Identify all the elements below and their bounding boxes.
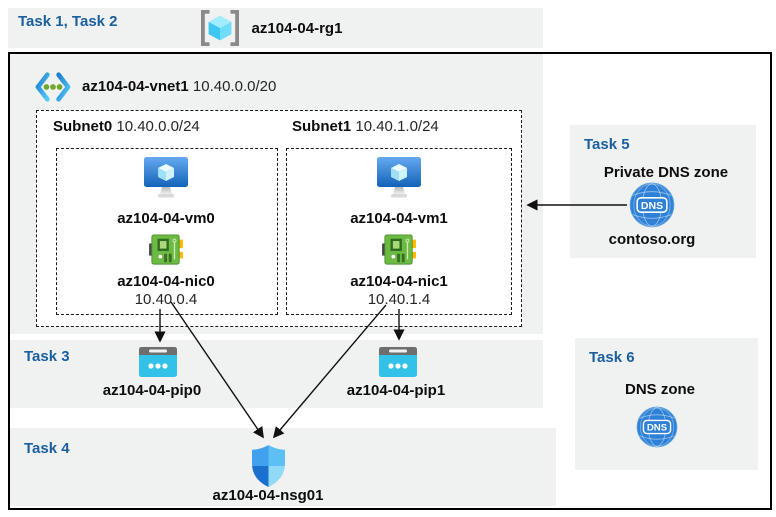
task5-label: Task 5	[584, 136, 630, 153]
dns-zone-icon: DNS	[636, 406, 678, 448]
vm1-icon	[377, 157, 421, 198]
resource-group-icon	[201, 9, 239, 47]
task6-box	[575, 338, 758, 470]
dns-icon-text: DNS	[641, 200, 663, 212]
vnet-icon	[35, 72, 71, 102]
subnets-container	[36, 110, 522, 327]
task6-label: Task 6	[589, 349, 635, 366]
subnet1-cidr: 10.40.1.0/24	[355, 118, 439, 135]
subnet1-title: Subnet1 10.40.1.0/24	[292, 118, 439, 135]
nic1-name: az104-04-nic1	[350, 273, 448, 290]
private-dns-zone-title: Private DNS zone	[603, 164, 729, 181]
pip0-icon	[139, 347, 177, 377]
subnet0-name: Subnet0	[53, 118, 113, 135]
nic0-icon	[149, 234, 183, 265]
private-dns-zone-name: contoso.org	[608, 231, 696, 248]
nsg-shield-icon	[252, 445, 285, 487]
vnet-cidr: 10.40.0.0/20	[192, 78, 277, 95]
subnet1-name: Subnet1	[292, 118, 352, 135]
subnet0-cidr: 10.40.0.0/24	[116, 118, 200, 135]
dns-zone-title: DNS zone	[624, 381, 696, 398]
subnet0-title: Subnet0 10.40.0.0/24	[53, 118, 200, 135]
vm0-icon	[144, 157, 188, 198]
private-dns-zone-icon: DNS	[629, 182, 675, 228]
vm1-name: az104-04-vm1	[350, 210, 448, 227]
subnet0-box	[56, 148, 278, 315]
resource-group-name: az104-04-rg1	[251, 20, 343, 37]
pip0-name: az104-04-pip0	[102, 382, 202, 399]
vm0-name: az104-04-vm0	[117, 210, 215, 227]
pip1-name: az104-04-pip1	[346, 382, 446, 399]
nic1-icon	[382, 234, 416, 265]
task3-label: Task 3	[24, 348, 70, 365]
task3-band	[10, 340, 543, 408]
vnet-title: az104-04-vnet1 10.40.0.0/20	[82, 78, 276, 95]
nic0-name: az104-04-nic0	[117, 273, 215, 290]
nsg-name: az104-04-nsg01	[212, 487, 324, 504]
task1-2-band	[8, 8, 543, 48]
pip1-icon	[379, 347, 417, 377]
task1-2-label: Task 1, Task 2	[18, 13, 118, 30]
nic0-ip: 10.40.0.4	[134, 291, 198, 308]
nic1-ip: 10.40.1.4	[367, 291, 431, 308]
task4-label: Task 4	[24, 440, 70, 457]
dns-icon-text: DNS	[647, 423, 668, 434]
vnet-name: az104-04-vnet1	[82, 78, 189, 95]
